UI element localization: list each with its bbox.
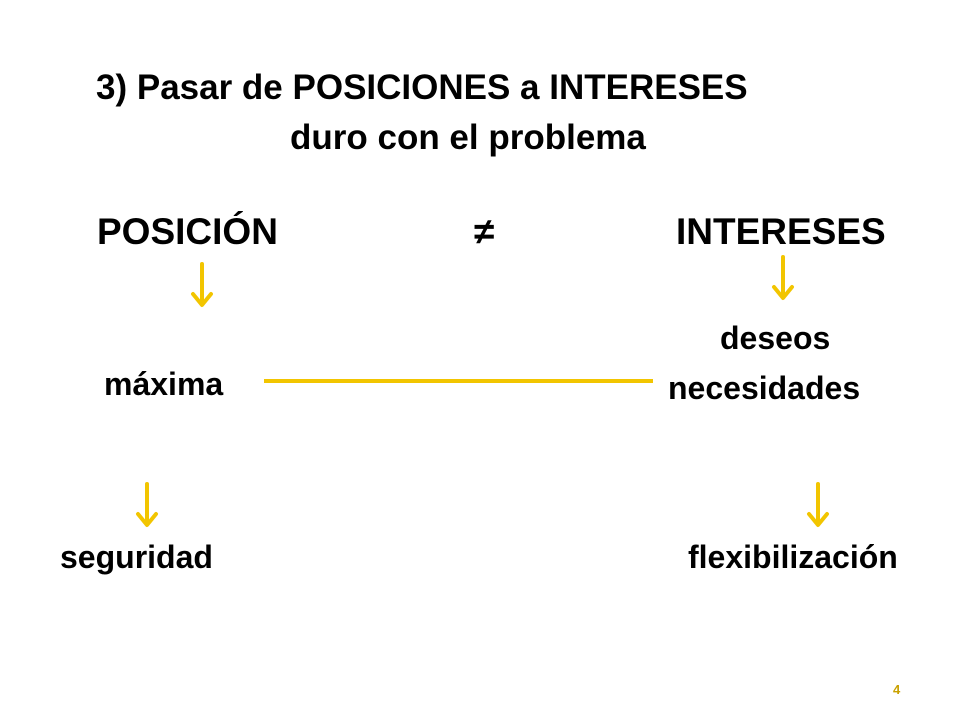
slide-title-line1: 3) Pasar de POSICIONES a INTERESES bbox=[96, 68, 748, 107]
arrow-down-icon bbox=[772, 255, 794, 300]
page-number: 4 bbox=[893, 682, 901, 697]
left-mid-maxima: máxima bbox=[104, 366, 224, 402]
arrow-down-icon bbox=[136, 482, 158, 527]
connector-line bbox=[264, 379, 653, 383]
left-heading-posicion: POSICIÓN bbox=[97, 211, 278, 252]
arrow-down-icon bbox=[191, 262, 213, 307]
slide-title-line2: duro con el problema bbox=[290, 118, 646, 157]
right-heading-intereses: INTERESES bbox=[676, 211, 886, 252]
right-bottom-flexibilizacion: flexibilización bbox=[688, 539, 898, 575]
not-equal-symbol: ≠ bbox=[474, 211, 495, 252]
arrow-down-icon bbox=[807, 482, 829, 527]
right-mid-necesidades: necesidades bbox=[668, 370, 861, 406]
left-bottom-seguridad: seguridad bbox=[60, 539, 213, 575]
right-mid-deseos: deseos bbox=[720, 320, 831, 356]
